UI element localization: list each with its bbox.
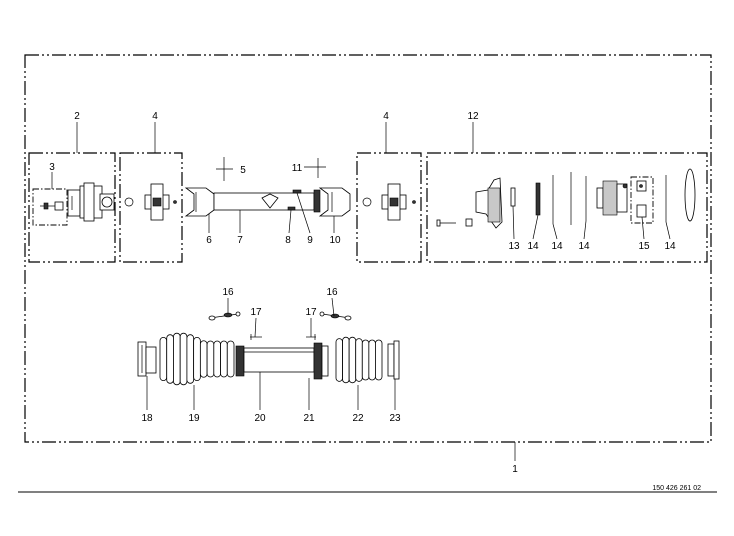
callout-6: 6 <box>206 235 212 246</box>
callout-13: 13 <box>508 241 520 252</box>
callout-4-right: 4 <box>383 111 389 122</box>
part-14-disc-a <box>535 182 541 216</box>
part-8-pin <box>287 206 296 211</box>
callout-3: 3 <box>49 162 55 173</box>
callout-7: 7 <box>237 235 243 246</box>
callout-17-left: 17 <box>250 307 262 318</box>
group-outline-2 <box>28 152 116 263</box>
drawing-number: 150 426 261 02 <box>652 485 701 492</box>
part-11-spring-pin <box>304 158 326 178</box>
callout-12: 12 <box>467 111 479 122</box>
group-outline-15 <box>630 176 654 224</box>
part-13-spacer <box>510 187 516 207</box>
part-6-yoke <box>184 187 215 217</box>
callout-1: 1 <box>512 464 518 475</box>
part-9-pin <box>292 189 302 194</box>
callout-17-right: 17 <box>305 307 317 318</box>
part-4-cross-left <box>124 183 177 221</box>
part-2-yoke <box>67 182 115 222</box>
part-16-chain-right <box>319 311 352 321</box>
callout-14-d: 14 <box>664 241 676 252</box>
part-19-bellows <box>159 332 235 386</box>
group-outline-4-left <box>119 152 183 263</box>
part-4-cross-right <box>362 183 416 221</box>
callout-9: 9 <box>307 235 313 246</box>
group-outline-12 <box>426 152 708 263</box>
part-12-clutch-yoke <box>436 177 503 229</box>
callout-16-left: 16 <box>222 287 234 298</box>
part-16-chain-left <box>208 311 241 321</box>
part-17-screw-left <box>250 334 262 340</box>
callout-5: 5 <box>240 165 246 176</box>
callout-20: 20 <box>254 413 266 424</box>
assembly-outline-1 <box>24 54 712 443</box>
callout-15: 15 <box>638 241 650 252</box>
callout-2: 2 <box>74 111 80 122</box>
callout-8: 8 <box>285 235 291 246</box>
part-21-bearing <box>313 342 329 380</box>
part-7-shield <box>261 193 279 209</box>
callout-14-b: 14 <box>551 241 563 252</box>
part-15-bolt-set <box>636 180 647 218</box>
callout-18: 18 <box>141 413 153 424</box>
part-22-bellows <box>335 336 383 384</box>
callout-4-left: 4 <box>152 111 158 122</box>
part-clutch-hub <box>596 180 628 216</box>
part-5-spring-pin <box>216 157 233 181</box>
callout-21: 21 <box>303 413 315 424</box>
callout-10: 10 <box>329 235 341 246</box>
callout-11: 11 <box>292 163 303 174</box>
part-10-yoke <box>313 187 351 217</box>
part-23-cover <box>387 340 400 380</box>
part-20-guard-tube <box>235 345 315 377</box>
group-outline-3 <box>32 188 68 226</box>
callout-23: 23 <box>389 413 401 424</box>
part-14-pressure-plate <box>684 168 696 222</box>
leader-lines <box>51 122 671 461</box>
group-outline-4-right <box>356 152 422 263</box>
part-3-bolt <box>40 201 64 211</box>
callout-14-a: 14 <box>527 241 539 252</box>
part-18-bearing <box>137 341 157 377</box>
part-7-tube <box>213 192 315 211</box>
callout-19: 19 <box>188 413 200 424</box>
callout-14-c: 14 <box>578 241 590 252</box>
callout-16-right: 16 <box>326 287 338 298</box>
callout-22: 22 <box>352 413 364 424</box>
